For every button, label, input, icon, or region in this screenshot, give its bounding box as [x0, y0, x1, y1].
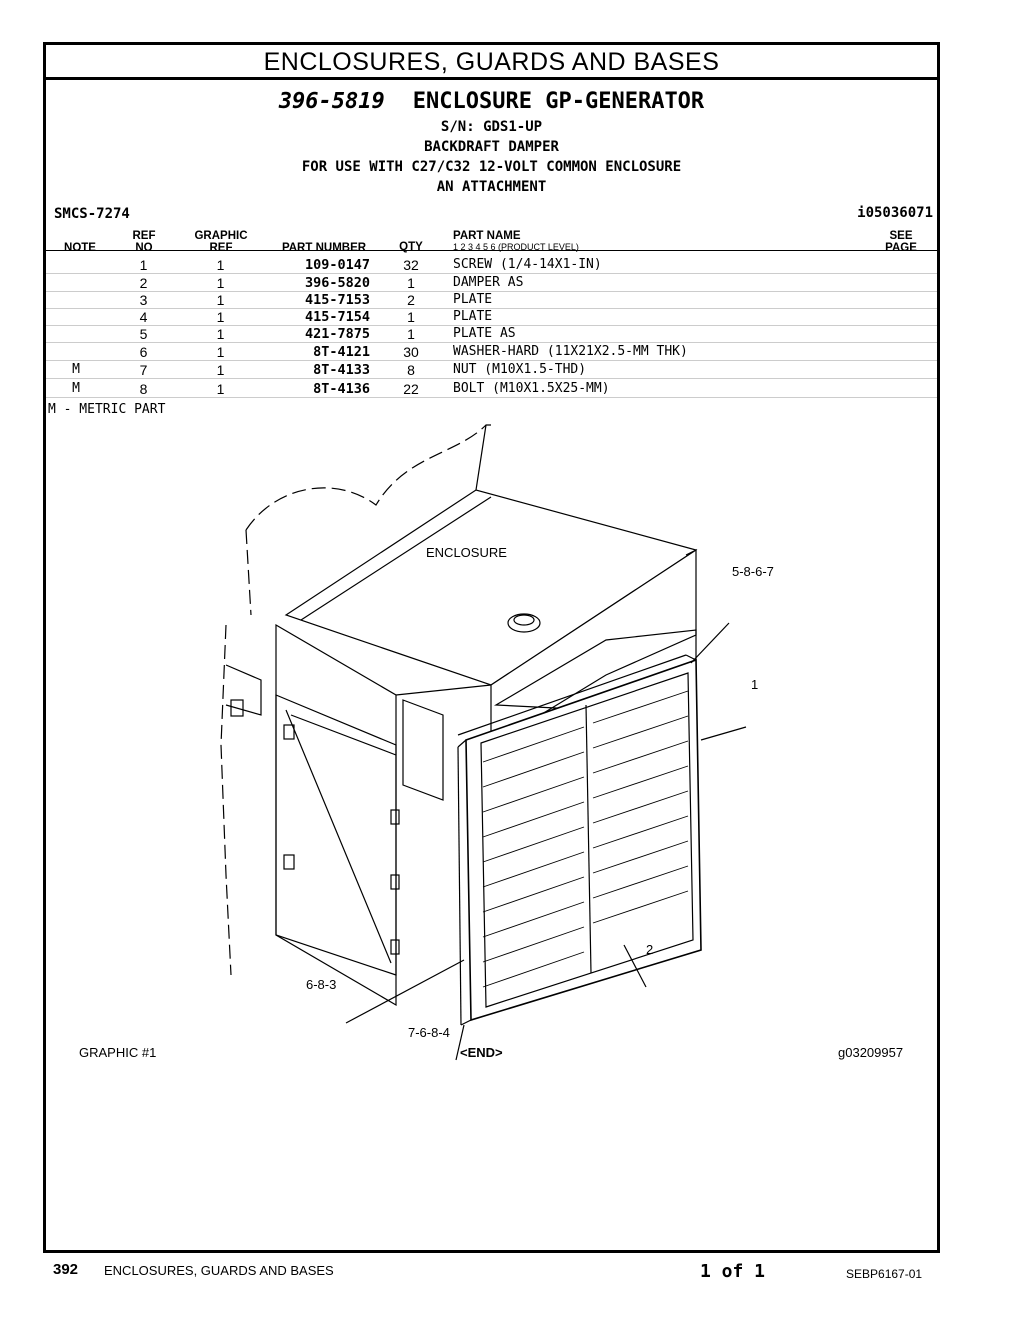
part-number: 421-7875: [304, 326, 370, 342]
callout-label: 1: [751, 677, 759, 692]
group-title: 396-5819 ENCLOSURE GP-GENERATOR: [46, 89, 937, 114]
subtitle-line: BACKDRAFT DAMPER: [424, 139, 559, 155]
metric-note: M - METRIC PART: [48, 402, 166, 417]
part-number: 396-5820: [304, 275, 370, 291]
table-row: 4 1 415-7154 1 PLATE: [46, 308, 937, 326]
page-number: 392: [53, 1261, 79, 1278]
graphic-label: GRAPHIC #1: [79, 1045, 157, 1060]
table-row: 5 1 421-7875 1 PLATE AS: [46, 325, 937, 343]
col-note: NOTE: [64, 242, 96, 254]
part-name: WASHER-HARD (11X21X2.5-MM THK): [453, 344, 688, 359]
callout-label: 2: [646, 942, 654, 957]
footer-section: ENCLOSURES, GUARDS AND BASES: [104, 1263, 334, 1278]
part-name: SCREW (1/4-14X1-IN): [453, 257, 602, 272]
section-banner: ENCLOSURES, GUARDS AND BASES: [46, 45, 937, 80]
enclosure-label: ENCLOSURE: [426, 545, 507, 560]
part-name: BOLT (M10X1.5X25-MM): [453, 381, 610, 396]
product-levels: 1 2 3 4 5 6 (PRODUCT LEVEL): [453, 242, 579, 252]
graphic-id: g03209957: [838, 1045, 904, 1060]
part-name: DAMPER AS: [453, 275, 524, 290]
col-qty: QTY: [399, 241, 423, 253]
smcs-code: SMCS-7274: [54, 206, 130, 222]
table-row: M 8 1 8T-4136 22 BOLT (M10X1.5X25-MM): [46, 380, 937, 398]
part-name: NUT (M10X1.5-THD): [453, 362, 587, 377]
callout-label: 7-6-8-4: [408, 1025, 450, 1040]
part-number: 109-0147: [304, 257, 370, 273]
part-number: 8T-4121: [313, 344, 370, 360]
end-marker: <END>: [460, 1045, 503, 1060]
doc-id: SEBP6167-01: [846, 1267, 923, 1281]
part-name: PLATE: [453, 292, 493, 307]
table-row: 3 1 415-7153 2 PLATE: [46, 291, 937, 309]
part-number: 415-7154: [304, 309, 370, 325]
part-name: PLATE: [453, 309, 493, 324]
part-number: 8T-4136: [313, 381, 370, 397]
table-row: 6 1 8T-4121 30 WASHER-HARD (11X21X2.5-MM…: [46, 343, 937, 361]
table-row: 1 1 109-0147 32 SCREW (1/4-14X1-IN): [46, 256, 937, 274]
col-part-number: PART NUMBER: [281, 242, 367, 254]
callout-label: 6-8-3: [306, 977, 337, 992]
part-number: 415-7153: [304, 292, 370, 308]
part-number: 8T-4133: [313, 362, 370, 378]
header-rule: [46, 250, 937, 251]
group-name: ENCLOSURE GP-GENERATOR: [412, 89, 705, 114]
page-of: 1 of 1: [700, 1261, 766, 1282]
serial-range: S/N: GDS1-UP: [440, 119, 543, 135]
callout-label: 5-8-6-7: [732, 564, 774, 579]
exploded-view-drawing: [220, 424, 747, 1061]
table-row: 2 1 396-5820 1 DAMPER AS: [46, 274, 937, 292]
subtitle-line: AN ATTACHMENT: [436, 179, 547, 195]
subtitle-line: FOR USE WITH C27/C32 12-VOLT COMMON ENCL…: [301, 159, 682, 175]
group-part-number: 396-5819: [278, 89, 385, 114]
col-part-name: PART NAME: [453, 230, 521, 242]
illustration-id: i05036071: [857, 205, 933, 221]
part-name: PLATE AS: [453, 326, 516, 341]
table-row: M 7 1 8T-4133 8 NUT (M10X1.5-THD): [46, 361, 937, 379]
